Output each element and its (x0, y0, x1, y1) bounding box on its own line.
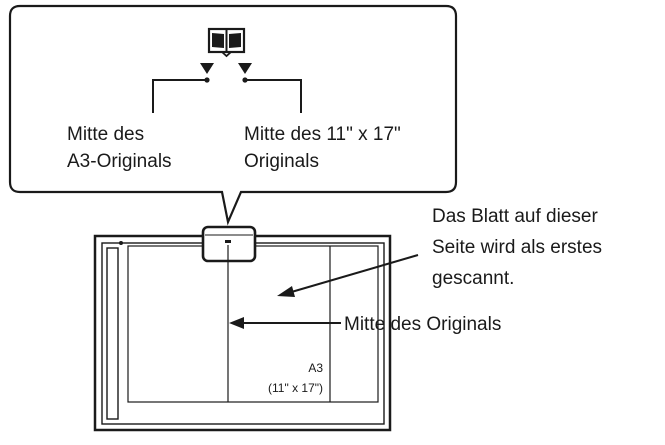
first-scanned-label-2: Seite wird als erstes (432, 237, 602, 258)
callout-bubble (8, 4, 458, 226)
callout-left-label: Mitte des (67, 124, 144, 145)
callout-left-label-2: A3-Originals (67, 151, 172, 172)
first-scanned-arrowhead (277, 286, 295, 297)
scale-strip (106, 247, 119, 420)
leader-line-right (245, 79, 302, 113)
callout-right-label: Mitte des 11" x 17" (244, 124, 401, 145)
marker-highlight (201, 225, 257, 263)
leader-line-left (152, 79, 207, 113)
book-icon (207, 27, 246, 58)
paper-size-alt-label: (11" x 17") (268, 381, 323, 395)
paper-size-label: A3 (308, 361, 323, 375)
callout-right-label-2: Originals (244, 151, 319, 172)
first-scanned-label: Das Blatt auf dieser (432, 206, 598, 227)
marker-right-arrow (238, 63, 252, 74)
center-of-original-label: Mitte des Originals (344, 314, 501, 335)
corner-mark (119, 241, 123, 245)
scanner-glass-inner (101, 242, 385, 425)
marker-left-arrow (200, 63, 214, 74)
marker-highlight-mark (225, 240, 231, 243)
first-scanned-arrow-line (287, 254, 419, 294)
first-scanned-label-3: gescannt. (432, 268, 514, 289)
center-arrowhead (229, 317, 244, 329)
